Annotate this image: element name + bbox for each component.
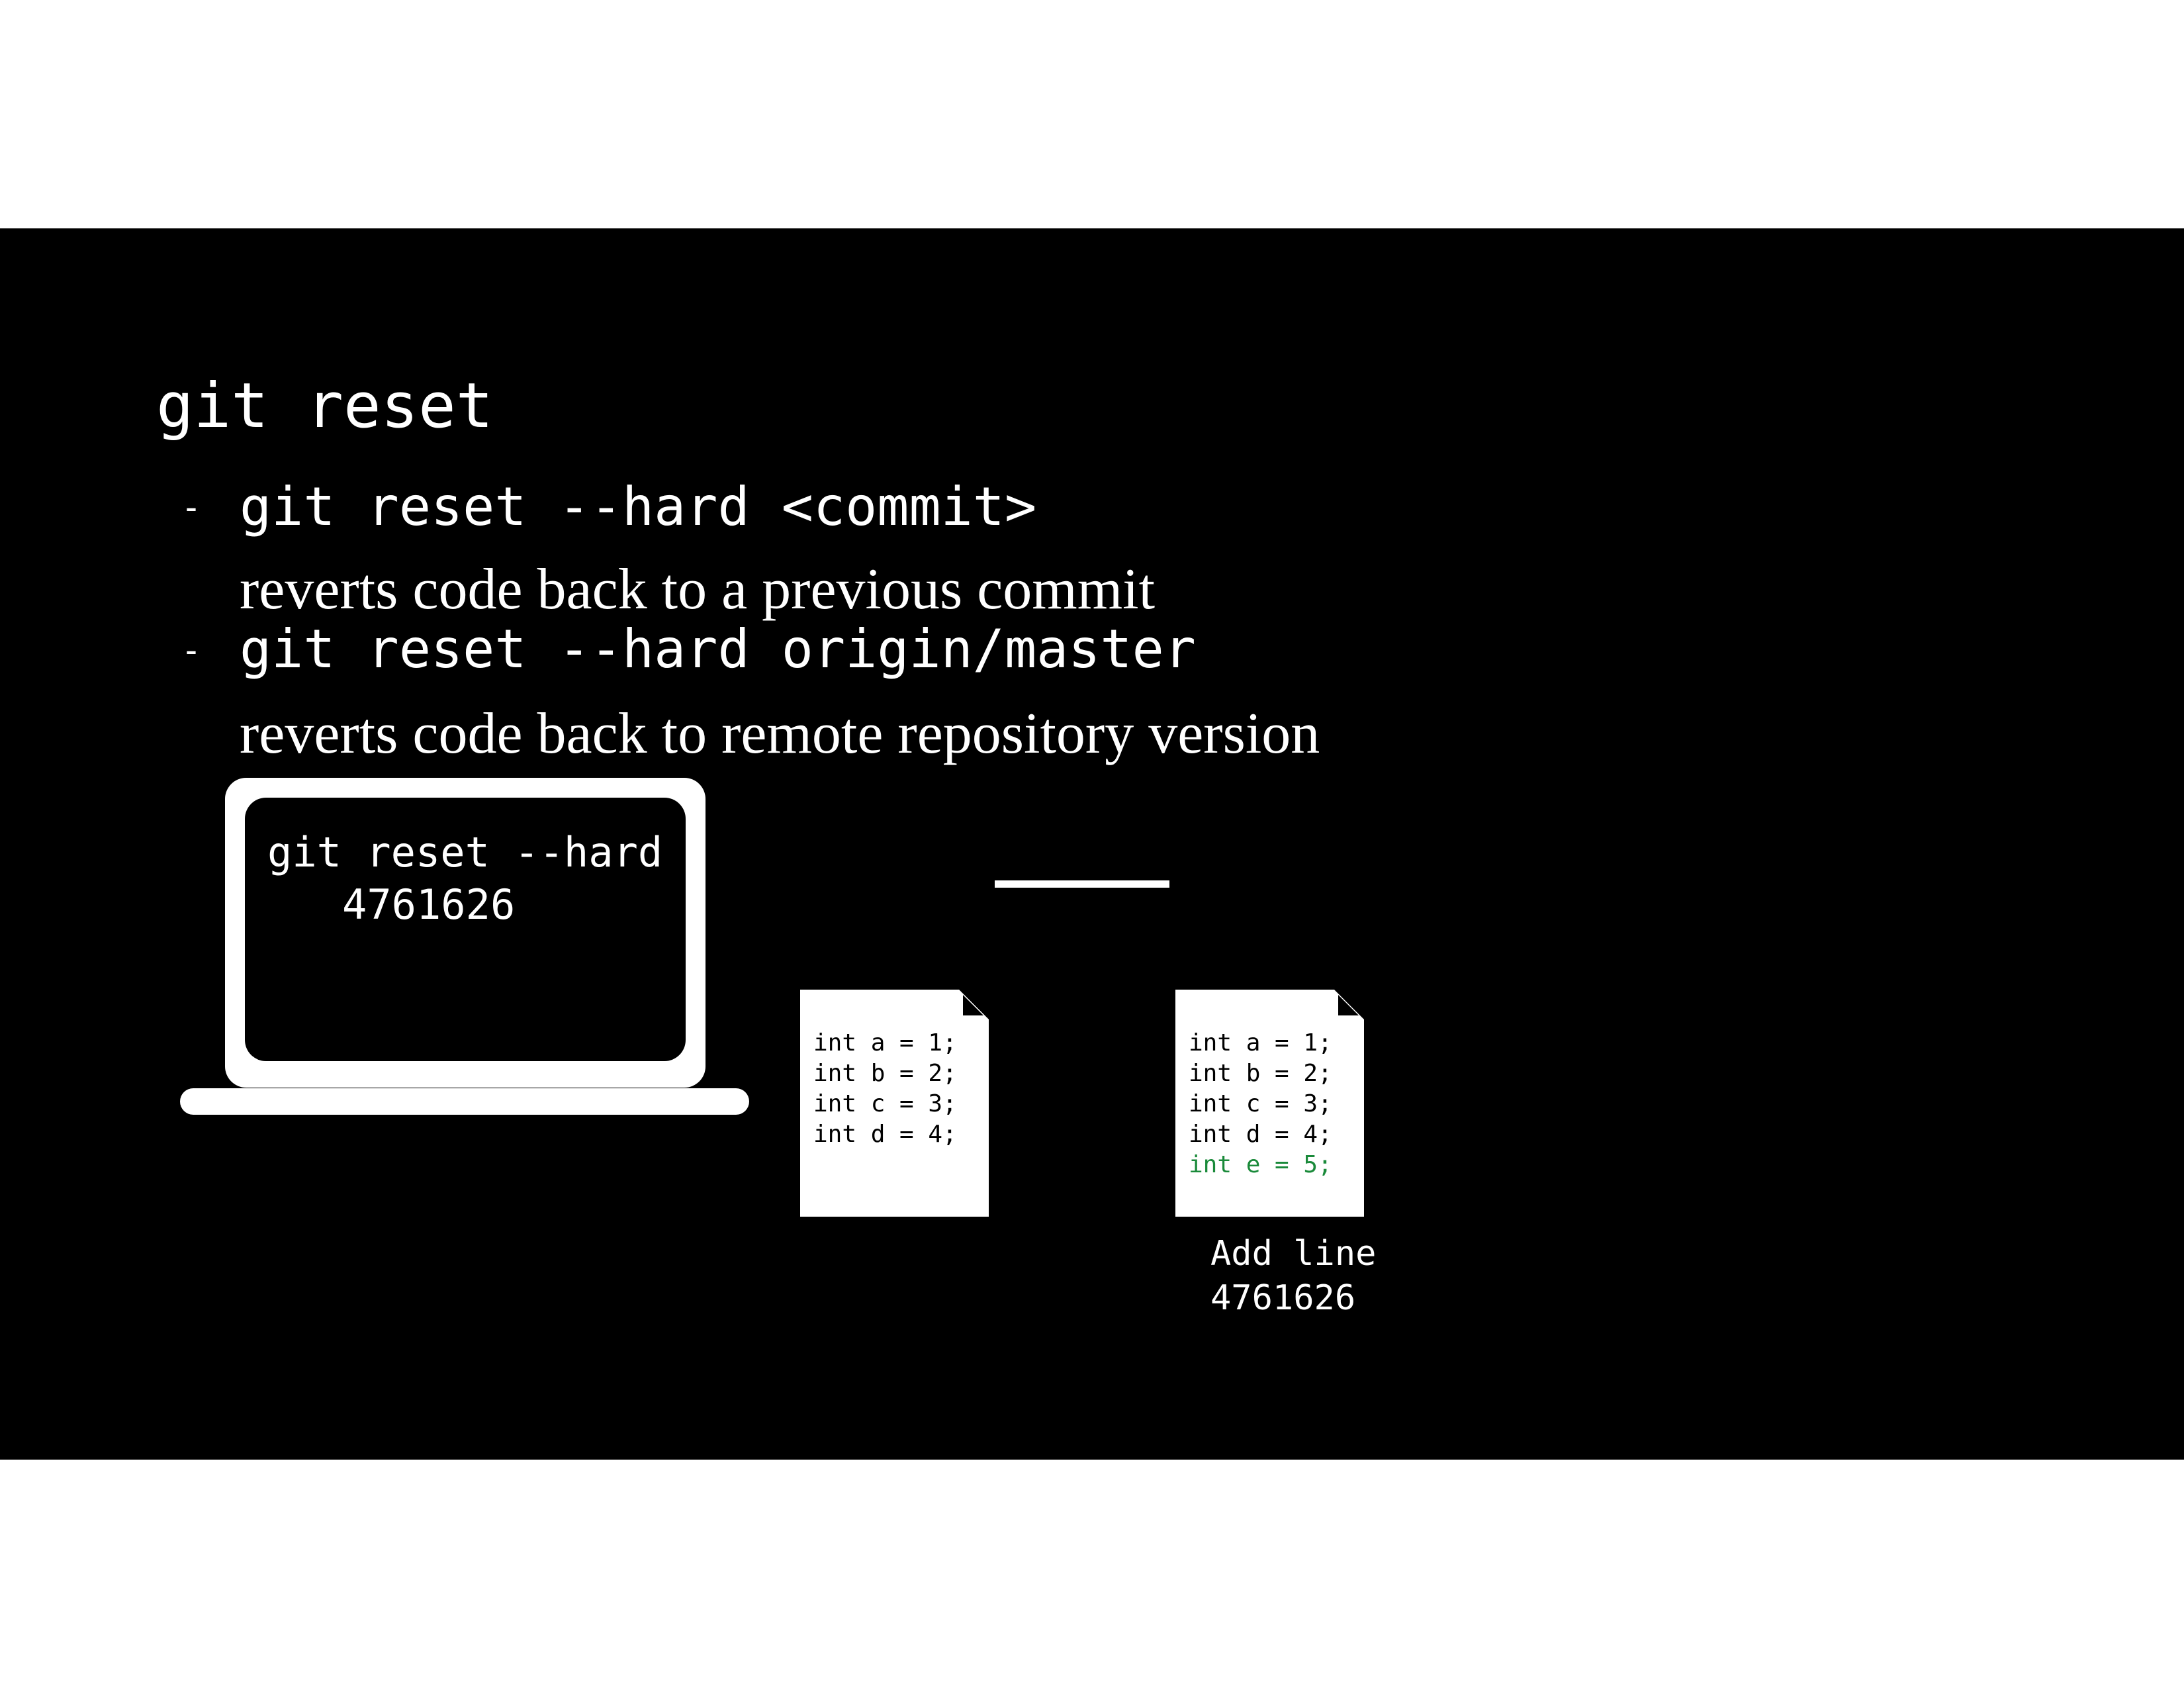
document-page-icon [1175, 990, 1364, 1217]
laptop-icon: git reset --hard 4761626 [225, 778, 705, 1088]
bullet-description: reverts code back to a previous commit [240, 557, 1156, 622]
document-page-icon [800, 990, 989, 1217]
bullet-command: git reset --hard origin/master [240, 618, 1196, 680]
bullet-command: git reset --hard <commit> [240, 476, 1037, 538]
commit-connector-line [995, 880, 1169, 888]
code-line: int d = 4; [813, 1121, 957, 1148]
code-lines: int a = 1; int b = 2; int c = 3; int d =… [813, 1028, 957, 1150]
terminal-command: git reset --hard [267, 828, 663, 876]
document-icon: int a = 1; int b = 2; int c = 3; int d =… [800, 990, 989, 1217]
laptop-base [180, 1088, 749, 1115]
code-line: int c = 3; [813, 1090, 957, 1117]
commit-message: Add line [1210, 1234, 1377, 1274]
code-line: int b = 2; [813, 1060, 957, 1087]
code-line: int a = 1; [1189, 1029, 1332, 1056]
code-lines: int a = 1; int b = 2; int c = 3; int d =… [1189, 1028, 1332, 1180]
slide-title: git reset [156, 370, 494, 442]
bullet-description: reverts code back to remote repository v… [240, 702, 1320, 766]
code-line: int c = 3; [1189, 1090, 1332, 1117]
added-code-line: int e = 5; [1189, 1151, 1332, 1178]
laptop-screen: git reset --hard 4761626 [245, 798, 686, 1061]
code-line: int a = 1; [813, 1029, 957, 1056]
code-line: int d = 4; [1189, 1121, 1332, 1148]
bullet-marker: - [185, 487, 197, 527]
terminal-commit-hash: 4761626 [342, 880, 516, 929]
bullet-marker: - [185, 630, 197, 670]
code-line: int b = 2; [1189, 1060, 1332, 1087]
document-icon: int a = 1; int b = 2; int c = 3; int d =… [1175, 990, 1364, 1217]
commit-hash: 4761626 [1210, 1278, 1356, 1318]
